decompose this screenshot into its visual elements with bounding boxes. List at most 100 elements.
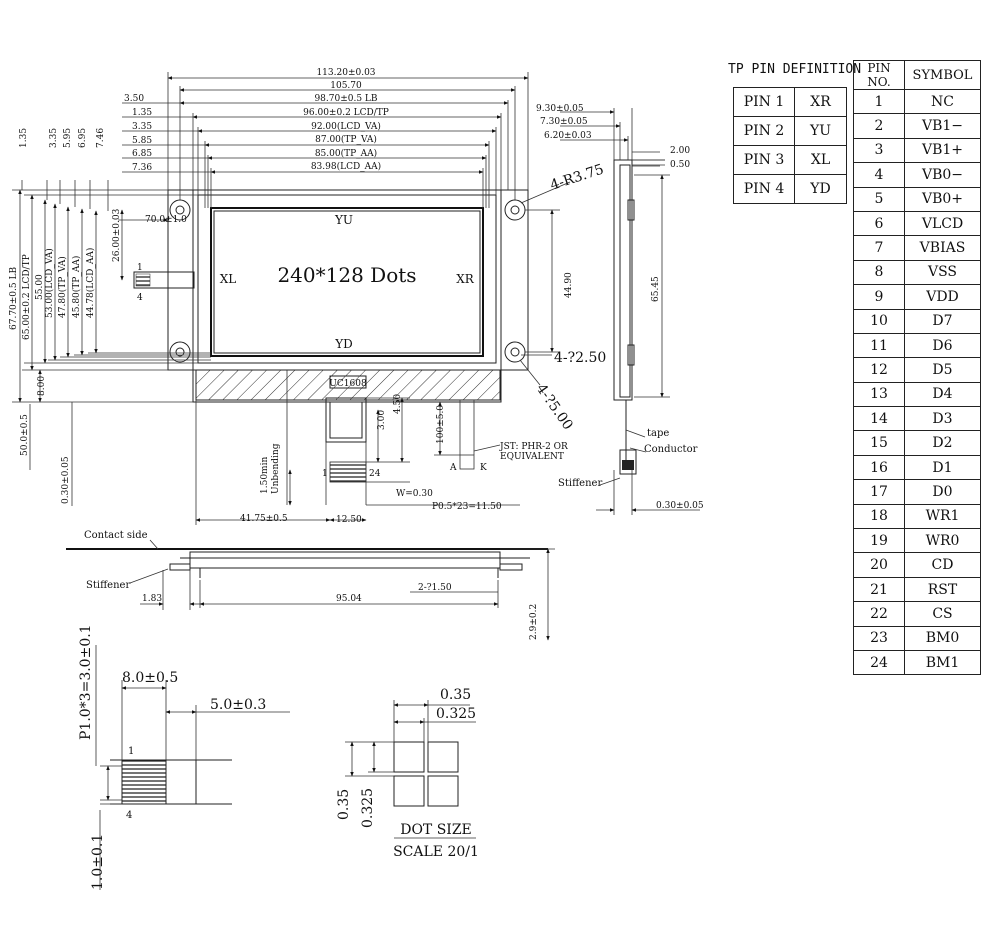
- dot-pitch-h: 0.35: [440, 687, 471, 703]
- pin-symbol-cell: D0: [904, 479, 981, 505]
- stiffener-bottom-label: Stiffener: [86, 580, 130, 591]
- tp-pin1-label: 1: [137, 263, 143, 273]
- pin-number-cell: 17: [853, 479, 905, 505]
- pin-symbol-cell: VB1−: [904, 113, 981, 139]
- pin-number-cell: 13: [853, 381, 905, 408]
- pin-symbol-cell: D6: [904, 332, 981, 359]
- pin-number-cell: 21: [853, 576, 905, 603]
- pin-symbol-cell: BM0: [904, 625, 981, 651]
- tape-label: tape: [647, 428, 669, 439]
- pin-symbol-cell: D3: [904, 406, 981, 432]
- tp-pin-cell: PIN 1: [733, 87, 795, 117]
- tp-xr-label: XR: [456, 272, 475, 286]
- pin-number-cell: 5: [853, 186, 905, 212]
- conductor-label: Conductor: [644, 444, 698, 455]
- pin-symbol-cell: BM1: [904, 649, 981, 676]
- tp-signal-cell: XL: [794, 145, 847, 175]
- dim-overall-width: 113.20±0.03: [316, 68, 375, 78]
- dim-cable-length: 100±5.0: [436, 405, 446, 444]
- pin-symbol-cell: CD: [904, 552, 981, 578]
- tp-pin-cell: PIN 3: [733, 145, 795, 175]
- pin-symbol-cell: D4: [904, 381, 981, 408]
- pin-number-cell: 3: [853, 137, 905, 164]
- dim-4490: 44.90: [564, 272, 574, 298]
- cathode-label: K: [480, 463, 487, 473]
- pin-no-header: PIN NO.: [853, 60, 905, 90]
- pin-number-cell: 4: [853, 162, 905, 188]
- pin-symbol-cell: RST: [904, 576, 981, 603]
- dim-730: 7.30±0.05: [540, 117, 588, 127]
- dot-pitch-v: 0.35: [336, 789, 352, 820]
- dim-030-right: 0.30±0.05: [656, 501, 704, 511]
- offset-135: 1.35: [132, 108, 152, 118]
- vdim-lcd-tp-height: 65.00±0.2 LCD/TP: [22, 254, 32, 340]
- vdim-lcd-aa-height: 44.78(LCD_AA): [85, 248, 96, 318]
- pin-number-cell: 11: [853, 332, 905, 359]
- dim-lb-width: 98.70±0.5 LB: [314, 94, 377, 104]
- dim-29: 2.9±0.2: [529, 604, 539, 640]
- display-resolution-label: 240*128 Dots: [277, 263, 416, 287]
- offset-350: 3.50: [124, 94, 144, 104]
- tp-signal-cell: YD: [794, 174, 847, 204]
- tp-connector: [133, 271, 195, 289]
- dim-tp-aa-width: 85.00(TP_AA): [315, 148, 377, 159]
- viewing-area: [210, 207, 484, 357]
- dim-4175: 41.75±0.5: [240, 514, 288, 524]
- tp-yu-label: YU: [334, 213, 353, 227]
- vdim-tp-va-height: 47.80(TP_VA): [57, 256, 68, 318]
- pin-number-cell: 19: [853, 528, 905, 554]
- jst-label-1: JST: PHR-2 OR: [499, 442, 568, 452]
- vdim-lb-height: 67.70±0.5 LB: [9, 267, 19, 330]
- dot-size-title: DOT SIZE: [400, 822, 472, 838]
- tp-signal-cell: YU: [794, 116, 847, 146]
- hatched-ledge: [195, 369, 501, 401]
- corner-radius-label: 4-R3.75: [548, 161, 606, 193]
- dim-050: 0.50: [670, 160, 690, 170]
- pin-symbol-cell: VDD: [904, 284, 981, 310]
- dim-70: 70.0±1.0: [145, 215, 187, 225]
- dim-tp-va-width: 87.00(TP_VA): [315, 134, 377, 145]
- fpc-pitch: P0.5*23=11.50: [432, 502, 502, 512]
- stiffener-right-label: Stiffener: [558, 478, 602, 489]
- pin-symbol-cell: NC: [904, 88, 981, 115]
- unbend-label: Unbending: [271, 443, 281, 494]
- vdim-800: 8.00: [37, 376, 47, 396]
- connector-pin4: 4: [126, 810, 132, 821]
- mounting-hole-br: [504, 341, 526, 363]
- dot-size-v: 0.325: [360, 788, 376, 828]
- dim-620: 6.20±0.03: [544, 131, 592, 141]
- vdim-695: 6.95: [78, 128, 88, 148]
- tp-yd-label: YD: [334, 337, 353, 351]
- vdim-5000: 50.0±0.5: [20, 414, 30, 456]
- fpc-tail: [325, 397, 367, 443]
- contact-side-label: Contact side: [84, 530, 148, 541]
- tp-pin-cell: PIN 4: [733, 174, 795, 204]
- dim-1250: 12.50: [336, 515, 362, 525]
- connector-width-8: 8.0±0.5: [122, 670, 178, 686]
- pin-symbol-cell: VB1+: [904, 137, 981, 164]
- pin-symbol-cell: VLCD: [904, 210, 981, 237]
- vdim-030: 0.30±0.05: [61, 456, 71, 504]
- vdim-335: 3.35: [49, 128, 59, 148]
- tp-pin-definition-title: TP PIN DEFINITION: [728, 62, 862, 77]
- vdim-tp-aa-height: 45.80(TP_AA): [71, 256, 82, 318]
- dim-183: 1.83: [142, 594, 162, 604]
- offset-335: 3.35: [132, 122, 152, 132]
- dim-930: 9.30±0.05: [536, 104, 584, 114]
- dim-300: 3.00: [377, 410, 387, 430]
